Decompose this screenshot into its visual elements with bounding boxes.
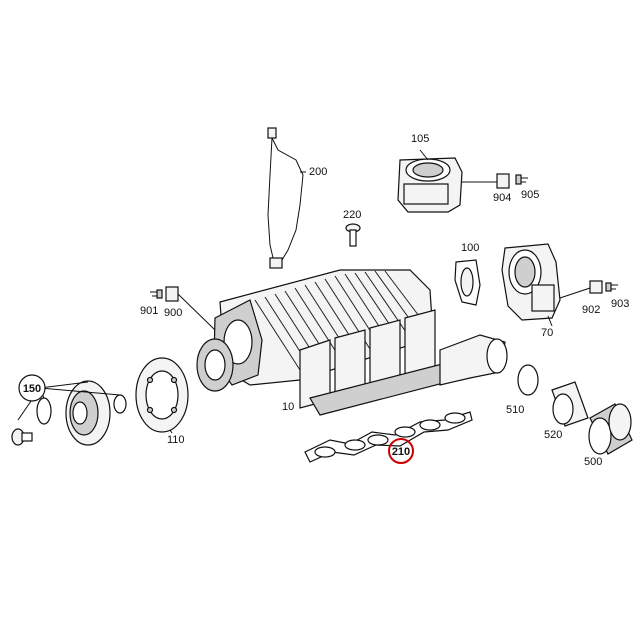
part-500-pipe[interactable] [588, 403, 633, 455]
callout-150: 150 [23, 383, 41, 395]
callout-200: 200 [309, 166, 327, 178]
part-510-seal-ring[interactable] [517, 364, 539, 396]
callout-220: 220 [343, 209, 361, 221]
callout-903: 903 [611, 298, 629, 310]
callout-500: 500 [584, 456, 602, 468]
callout-210-highlight[interactable]: 210 [388, 438, 414, 464]
part-105-throttle-body[interactable] [397, 149, 463, 213]
part-903-screw[interactable] [605, 282, 618, 292]
part-150-assembly[interactable] [11, 380, 127, 446]
part-905-screw[interactable] [515, 174, 528, 185]
callout-70: 70 [541, 327, 553, 339]
part-200-sensor-harness[interactable] [267, 127, 304, 269]
callout-900: 900 [164, 307, 182, 319]
part-220-bolt[interactable] [345, 223, 361, 247]
callout-520: 520 [544, 429, 562, 441]
part-900-clip[interactable] [165, 286, 179, 302]
part-110-pulley[interactable] [135, 338, 234, 433]
part-10-supercharger[interactable] [213, 269, 508, 416]
part-100-gasket[interactable] [454, 259, 481, 306]
callout-10: 10 [282, 401, 294, 413]
part-901-screw[interactable] [150, 289, 163, 299]
part-902-clip[interactable] [589, 280, 603, 294]
callout-110: 110 [167, 434, 185, 446]
callout-904: 904 [493, 192, 511, 204]
part-70-throttle-unit[interactable] [501, 243, 561, 327]
callout-105: 105 [411, 133, 429, 145]
callout-902: 902 [582, 304, 600, 316]
callout-901: 901 [140, 305, 158, 317]
part-904-clip[interactable] [496, 173, 510, 189]
callout-100: 100 [461, 242, 479, 254]
callout-210: 210 [392, 446, 410, 458]
callout-150-badge: 150 [18, 374, 46, 402]
part-520-connector[interactable] [551, 381, 589, 427]
callout-905: 905 [521, 189, 539, 201]
part-210-gasket[interactable] [304, 411, 473, 463]
callout-510: 510 [506, 404, 524, 416]
